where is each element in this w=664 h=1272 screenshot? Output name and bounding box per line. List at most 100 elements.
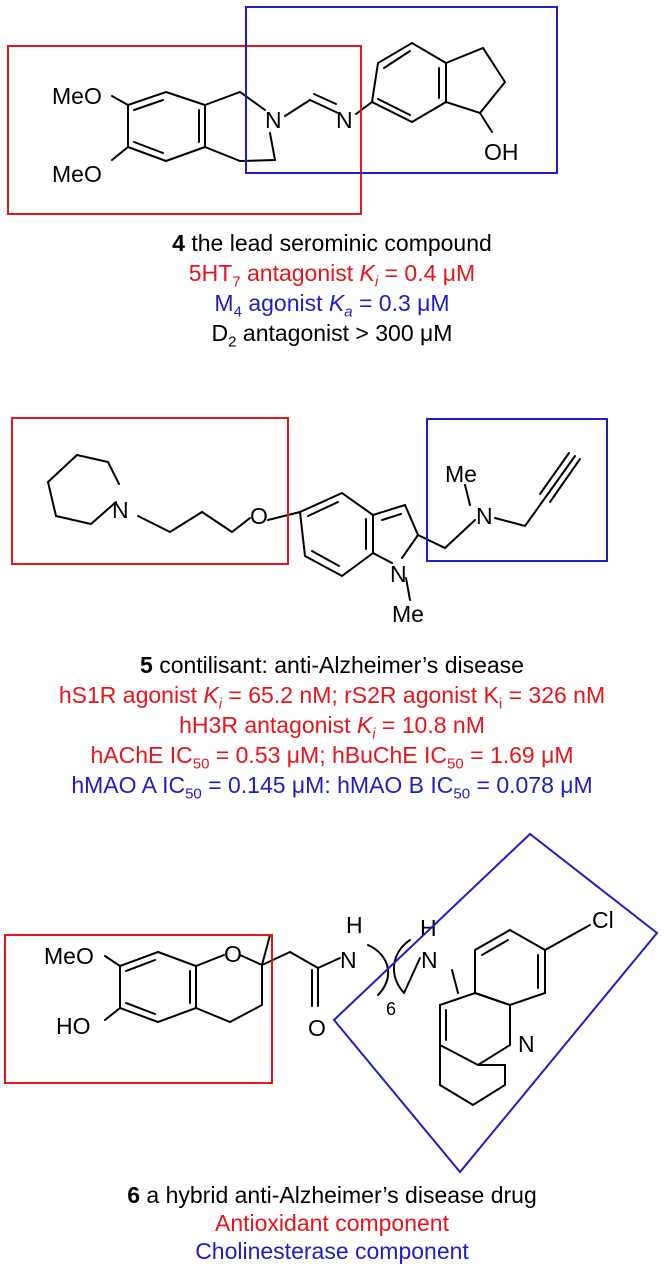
c4-atom-oh: OH (484, 139, 519, 165)
text-span: = 0.3 μM (352, 290, 450, 316)
c6-bond (104, 955, 121, 967)
text-span: = 0.4 μM (378, 260, 476, 286)
subscript: i (498, 695, 503, 713)
c6-atom-n-amine: N (421, 947, 438, 973)
c4-caption-d2: D2 antagonist > 300 μM (0, 318, 664, 351)
subscript: 50 (447, 755, 464, 773)
c6-double-bond (481, 939, 509, 956)
c5-piperidine-ring (46, 453, 120, 526)
text-span: = 326 nM (502, 682, 606, 708)
c4-bond (284, 99, 311, 117)
c6-linker-bracket (367, 944, 390, 996)
subscript: i (374, 273, 379, 291)
c5-name: contilisant: anti-Alzheimer’s disease (152, 652, 524, 678)
compound-5-structure (46, 452, 581, 601)
text-span: = 0.53 μM; hBuChE IC (209, 742, 448, 768)
subscript: 2 (228, 333, 237, 351)
c5-atom-o: O (250, 503, 268, 529)
c6-acetamide (261, 950, 319, 969)
c4-double-bond (377, 98, 411, 116)
c4-double-bond (313, 93, 337, 105)
text-span: antagonist (240, 260, 360, 286)
c6-acridine-center-ring (439, 991, 511, 1067)
c6-acridine-right-ring (474, 928, 546, 1007)
c4-double-bond (133, 99, 164, 111)
c6-linker-count: 6 (386, 999, 396, 1019)
text-span: M (214, 290, 234, 316)
c5-atom-me-indole: Me (392, 601, 424, 627)
text-span: = 10.8 nM (375, 712, 485, 738)
text-span: = 65.2 nM; rS2R agonist K (222, 682, 499, 708)
italic-k: K (356, 712, 373, 738)
c4-bond (111, 146, 129, 161)
c4-bond (479, 112, 493, 133)
c6-bond (261, 934, 271, 966)
c6-number: 6 (127, 1182, 141, 1208)
c4-number: 4 (172, 230, 185, 256)
c5-propyl-chain (137, 510, 251, 534)
subscript: 50 (192, 755, 210, 773)
c6-benzene-ring (119, 950, 197, 1024)
text-span: = 1.69 μM (463, 742, 574, 768)
c5-triple-bond (549, 458, 581, 503)
c6-double-bond (125, 959, 156, 972)
subscript: 4 (233, 303, 242, 321)
c6-chroman-ring (195, 954, 263, 1024)
c5-caption-sigma: hS1R agonist Ki = 65.2 nM; rS2R agonist … (0, 680, 664, 713)
c5-double-bond (307, 501, 339, 517)
c5-atom-n-amine: N (476, 503, 493, 529)
c5-double-bond (311, 550, 340, 567)
subscript: 7 (232, 273, 241, 291)
italic-k: K (328, 290, 345, 316)
c4-double-bond (133, 141, 164, 154)
text-span: = 0.078 μM (470, 772, 593, 798)
c4-atom-n-ring: N (265, 107, 282, 133)
c4-benzene-ring (127, 90, 206, 163)
c4-caption-m4: M4 agonist Ka = 0.3 μM (0, 288, 664, 321)
subscript: 50 (453, 785, 471, 803)
subscript: i (372, 725, 376, 743)
c5-atom-me-amine: Me (445, 461, 477, 487)
subscript: i (218, 695, 223, 713)
c4-blue-box (245, 6, 558, 174)
c5-bond (464, 484, 471, 506)
c6-bond (403, 957, 421, 994)
c4-indane-ring (370, 41, 447, 124)
c6-double-bond (125, 1002, 156, 1015)
c6-atom-ho: HO (56, 1013, 91, 1039)
c5-atom-n-piperidine: N (112, 497, 129, 523)
c4-atom-meo-top: MeO (52, 83, 102, 109)
c6-atom-o-carbonyl: O (308, 1015, 326, 1041)
c6-linker-bracket (392, 939, 411, 994)
c5-caption-h3r: hH3R antagonist Ki = 10.8 nM (0, 710, 664, 743)
text-span: hAChE IC (90, 742, 193, 768)
text-span: hS1R agonist (58, 682, 204, 708)
text-span: = 0.145 μM: hMAO B IC (201, 772, 454, 798)
c5-bond (372, 552, 393, 564)
italic-k: K (359, 260, 375, 286)
c4-red-box (7, 45, 362, 215)
c6-red-box (4, 934, 273, 1084)
c4-bond (355, 101, 373, 115)
c5-caption-title: 5 contilisant: anti-Alzheimer’s disease (0, 650, 664, 680)
c5-triple-bond (539, 452, 570, 495)
c6-bond (317, 957, 341, 969)
subscript: a (344, 303, 353, 321)
c6-atom-cl: Cl (592, 907, 614, 933)
compound-6-structure (104, 924, 591, 1107)
c6-blue-box (332, 832, 659, 1174)
c4-caption-title: 4 the lead serominic compound (0, 228, 664, 258)
c4-piperidine-ring (204, 132, 277, 163)
c4-atom-meo-bottom: MeO (52, 161, 102, 187)
text-span: D (211, 320, 229, 346)
c6-atom-meo: MeO (44, 943, 94, 969)
c6-atom-o-ring: O (224, 941, 242, 967)
text-span: 5HT (188, 260, 233, 286)
c6-bond (544, 924, 591, 951)
c4-bond (111, 95, 129, 106)
text-span: hH3R antagonist (179, 712, 357, 738)
compound-4-structure (111, 41, 507, 163)
c6-caption-antioxidant: Antioxidant component (215, 1210, 449, 1236)
c6-cyclohexane-ring (439, 1044, 506, 1107)
